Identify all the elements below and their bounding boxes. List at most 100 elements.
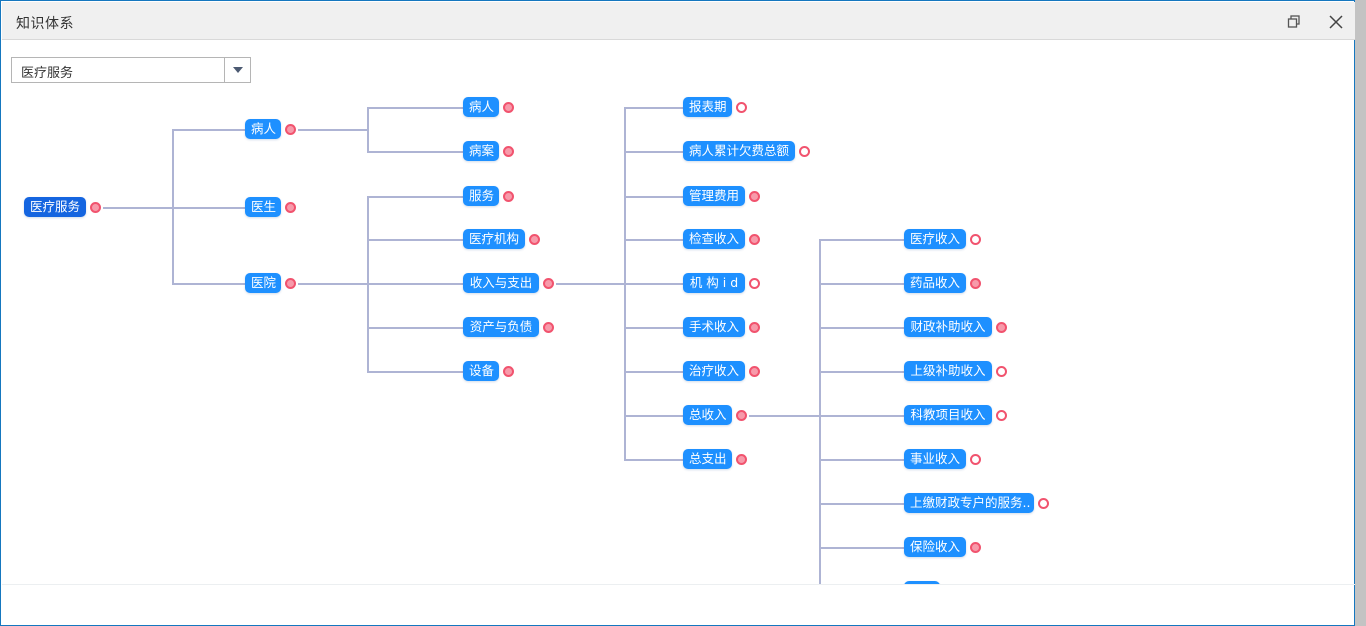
node-anchor-dot[interactable]	[543, 278, 554, 289]
node-anchor-dot[interactable]	[1038, 498, 1049, 509]
node-anchor-dot[interactable]	[285, 202, 296, 213]
connector-line	[624, 283, 683, 285]
node-anchor-dot[interactable]	[503, 191, 514, 202]
connector-line	[367, 196, 463, 198]
node-anchor-dot[interactable]	[749, 366, 760, 377]
connector-line	[624, 327, 683, 329]
mindmap-node-病人累计欠费总额[interactable]: 病人累计欠费总额	[683, 141, 795, 161]
mindmap-node-事业收入[interactable]: 事业收入	[904, 449, 966, 469]
mindmap-node-资产与负债[interactable]: 资产与负债	[463, 317, 539, 337]
connector-line	[819, 283, 904, 285]
footer-divider	[2, 584, 1355, 585]
connector-line	[172, 207, 245, 209]
mindmap-node-root[interactable]: 医疗服务	[24, 197, 86, 217]
connector-line	[298, 283, 367, 285]
connector-line	[819, 239, 821, 584]
restore-icon	[1287, 15, 1300, 28]
mindmap-canvas[interactable]: 医疗服务 病人医生医院 病人病案服务医疗机构收入与支出资产与负债设备 报表期病人累计欠…	[2, 85, 1355, 584]
select-dropdown-button[interactable]	[224, 58, 250, 82]
connector-line	[367, 107, 463, 109]
mindmap-node-财政补助收入[interactable]: 财政补助收入	[904, 317, 992, 337]
connector-line	[819, 371, 904, 373]
connector-line	[172, 283, 245, 285]
connector-line	[819, 327, 904, 329]
mindmap-node-服务[interactable]: 服务	[463, 186, 499, 206]
node-anchor-dot[interactable]	[90, 202, 101, 213]
mindmap-node-病人[interactable]: 病人	[245, 119, 281, 139]
connector-line	[624, 415, 683, 417]
connector-line	[367, 283, 463, 285]
mindmap-node-医疗机构[interactable]: 医疗机构	[463, 229, 525, 249]
node-anchor-dot[interactable]	[736, 102, 747, 113]
mindmap-node-医生[interactable]: 医生	[245, 197, 281, 217]
node-anchor-dot[interactable]	[543, 322, 554, 333]
page-title: 知识体系	[16, 16, 74, 32]
node-anchor-dot[interactable]	[749, 191, 760, 202]
node-anchor-dot[interactable]	[749, 322, 760, 333]
select-value: 医疗服务	[21, 66, 74, 81]
node-anchor-dot[interactable]	[996, 410, 1007, 421]
connector-line	[819, 415, 904, 417]
connector-line	[624, 151, 683, 153]
node-anchor-dot[interactable]	[503, 102, 514, 113]
mindmap-node-报表期[interactable]: 报表期	[683, 97, 732, 117]
mindmap-node-医院[interactable]: 医院	[245, 273, 281, 293]
node-anchor-dot[interactable]	[996, 322, 1007, 333]
mindmap-node-总支出[interactable]: 总支出	[683, 449, 732, 469]
chevron-down-icon	[232, 67, 243, 73]
mindmap-node-管理费用[interactable]: 管理费用	[683, 186, 745, 206]
close-icon	[1329, 15, 1343, 29]
node-anchor-dot[interactable]	[285, 124, 296, 135]
mindmap-node-检查收入[interactable]: 检查收入	[683, 229, 745, 249]
node-anchor-dot[interactable]	[970, 542, 981, 553]
mindmap-node-病案[interactable]: 病案	[463, 141, 499, 161]
mindmap-node-药品收入[interactable]: 药品收入	[904, 273, 966, 293]
connector-line	[624, 459, 683, 461]
connector-line	[367, 239, 463, 241]
mindmap-node-收入与支出[interactable]: 收入与支出	[463, 273, 539, 293]
node-anchor-dot[interactable]	[970, 278, 981, 289]
mindmap-node-病人[interactable]: 病人	[463, 97, 499, 117]
mindmap-node-上级补助收入[interactable]: 上级补助收入	[904, 361, 992, 381]
connector-line	[367, 371, 463, 373]
node-anchor-dot[interactable]	[285, 278, 296, 289]
mindmap-node-手术收入[interactable]: 手术收入	[683, 317, 745, 337]
mindmap-node-医疗收入[interactable]: 医疗收入	[904, 229, 966, 249]
connector-line	[367, 327, 463, 329]
node-anchor-dot[interactable]	[736, 454, 747, 465]
knowledge-domain-select[interactable]: 医疗服务	[11, 57, 251, 83]
connector-line	[624, 107, 683, 109]
mindmap-node-上缴财政专户的服务..[interactable]: 上缴财政专户的服务..	[904, 493, 1034, 513]
node-anchor-dot[interactable]	[970, 234, 981, 245]
connector-line	[819, 239, 904, 241]
node-anchor-dot[interactable]	[799, 146, 810, 157]
node-anchor-dot[interactable]	[970, 454, 981, 465]
mindmap-node-总收入[interactable]: 总收入	[683, 405, 732, 425]
title-bar: 知识体系	[2, 2, 1355, 40]
mindmap-node-保险收入[interactable]: 保险收入	[904, 537, 966, 557]
connector-line	[749, 415, 819, 417]
node-anchor-dot[interactable]	[749, 278, 760, 289]
node-anchor-dot[interactable]	[996, 366, 1007, 377]
node-anchor-dot[interactable]	[503, 146, 514, 157]
mindmap-node-其他[interactable]: 其他	[904, 581, 940, 584]
node-anchor-dot[interactable]	[749, 234, 760, 245]
connector-line	[298, 129, 367, 131]
mindmap-node-治疗收入[interactable]: 治疗收入	[683, 361, 745, 381]
connector-line	[556, 283, 624, 285]
connector-line	[819, 503, 904, 505]
connector-line	[819, 547, 904, 549]
close-button[interactable]	[1324, 10, 1348, 34]
mindmap-node-设备[interactable]: 设备	[463, 361, 499, 381]
connector-line	[103, 207, 172, 209]
restore-button[interactable]	[1283, 10, 1307, 34]
connector-line	[624, 371, 683, 373]
connector-line	[624, 239, 683, 241]
mindmap-node-机 构 i d[interactable]: 机 构 i d	[683, 273, 745, 293]
node-anchor-dot[interactable]	[503, 366, 514, 377]
connector-line	[367, 107, 369, 151]
node-anchor-dot[interactable]	[529, 234, 540, 245]
mindmap-node-科教项目收入[interactable]: 科教项目收入	[904, 405, 992, 425]
node-anchor-dot[interactable]	[736, 410, 747, 421]
